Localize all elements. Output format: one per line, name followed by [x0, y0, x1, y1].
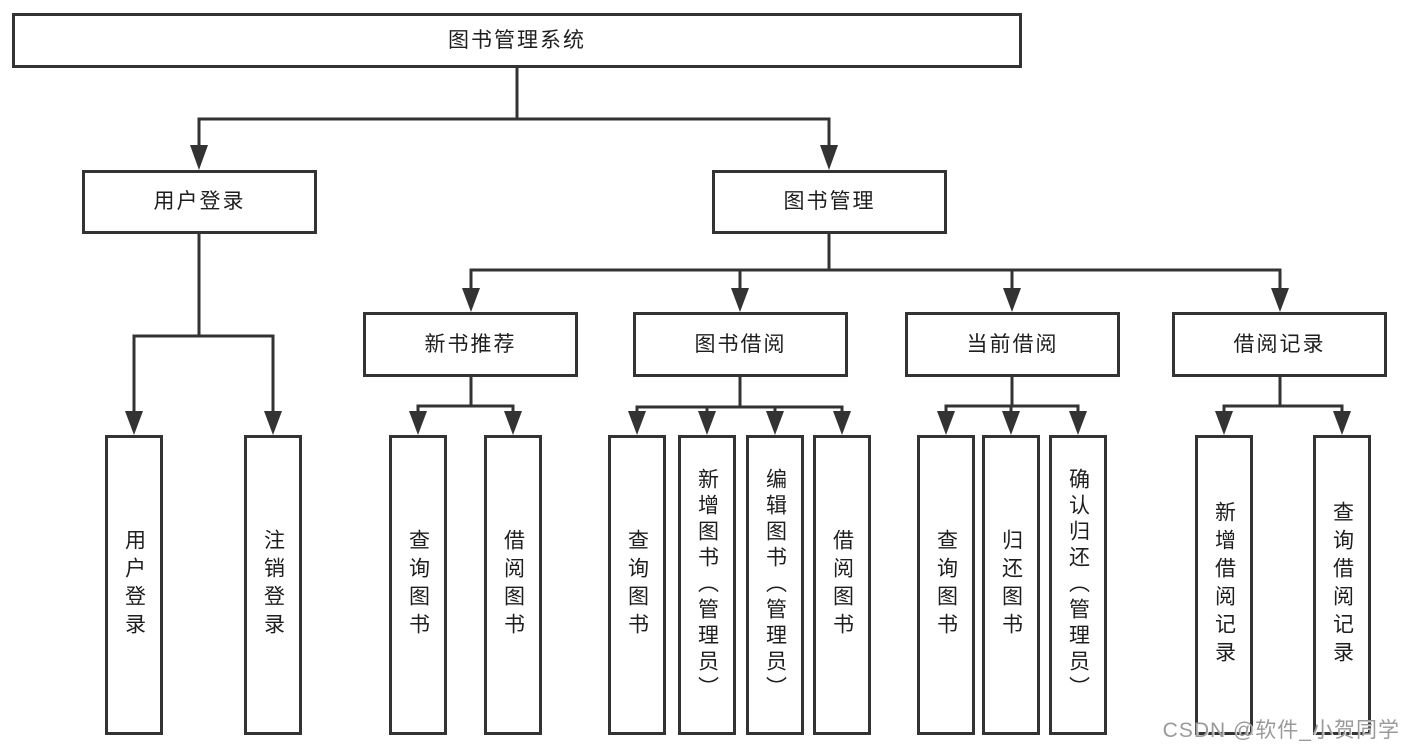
csdn-watermark: CSDN @软件_小贺同学	[1162, 719, 1400, 742]
leaf-borrow-books-borrowing: 借阅图书	[813, 435, 871, 735]
edge-newrec-split	[416, 404, 515, 413]
node-book-borrowing: 图书借阅	[633, 312, 848, 377]
node-borrowing-records: 借阅记录	[1172, 312, 1387, 377]
leaf-query-books-borrowing: 查询图书	[608, 435, 666, 735]
node-current-borrowing: 当前借阅	[905, 312, 1120, 377]
leaf-logout-login: 注销登录	[244, 435, 302, 735]
edge-userlogin-split	[132, 334, 275, 413]
leaf-confirm-return-admin: 确认归还（管理员）	[1049, 435, 1107, 735]
leaf-add-books-admin: 新增图书（管理员）	[678, 435, 736, 735]
node-user-login: 用户登录	[82, 170, 317, 234]
node-library-management-system: 图书管理系统	[12, 13, 1022, 68]
leaf-query-borrow-record: 查询借阅记录	[1313, 435, 1371, 735]
arrowheads	[125, 145, 1351, 435]
leaf-query-books-current: 查询图书	[917, 435, 975, 735]
leaf-user-login: 用户登录	[105, 435, 163, 735]
edge-bookmgmt-split	[469, 268, 1282, 290]
leaf-borrow-books-recommend: 借阅图书	[484, 435, 542, 735]
node-new-book-recommend: 新书推荐	[363, 312, 578, 377]
leaf-edit-books-admin: 编辑图书（管理员）	[746, 435, 804, 735]
node-book-management: 图书管理	[712, 170, 947, 234]
edge-records-split	[1222, 404, 1344, 413]
leaf-query-books-recommend: 查询图书	[389, 435, 447, 735]
edge-root-split	[197, 117, 831, 146]
edge-borrow-split	[635, 405, 844, 413]
leaf-return-books: 归还图书	[982, 435, 1040, 735]
leaf-add-borrow-record: 新增借阅记录	[1195, 435, 1253, 735]
